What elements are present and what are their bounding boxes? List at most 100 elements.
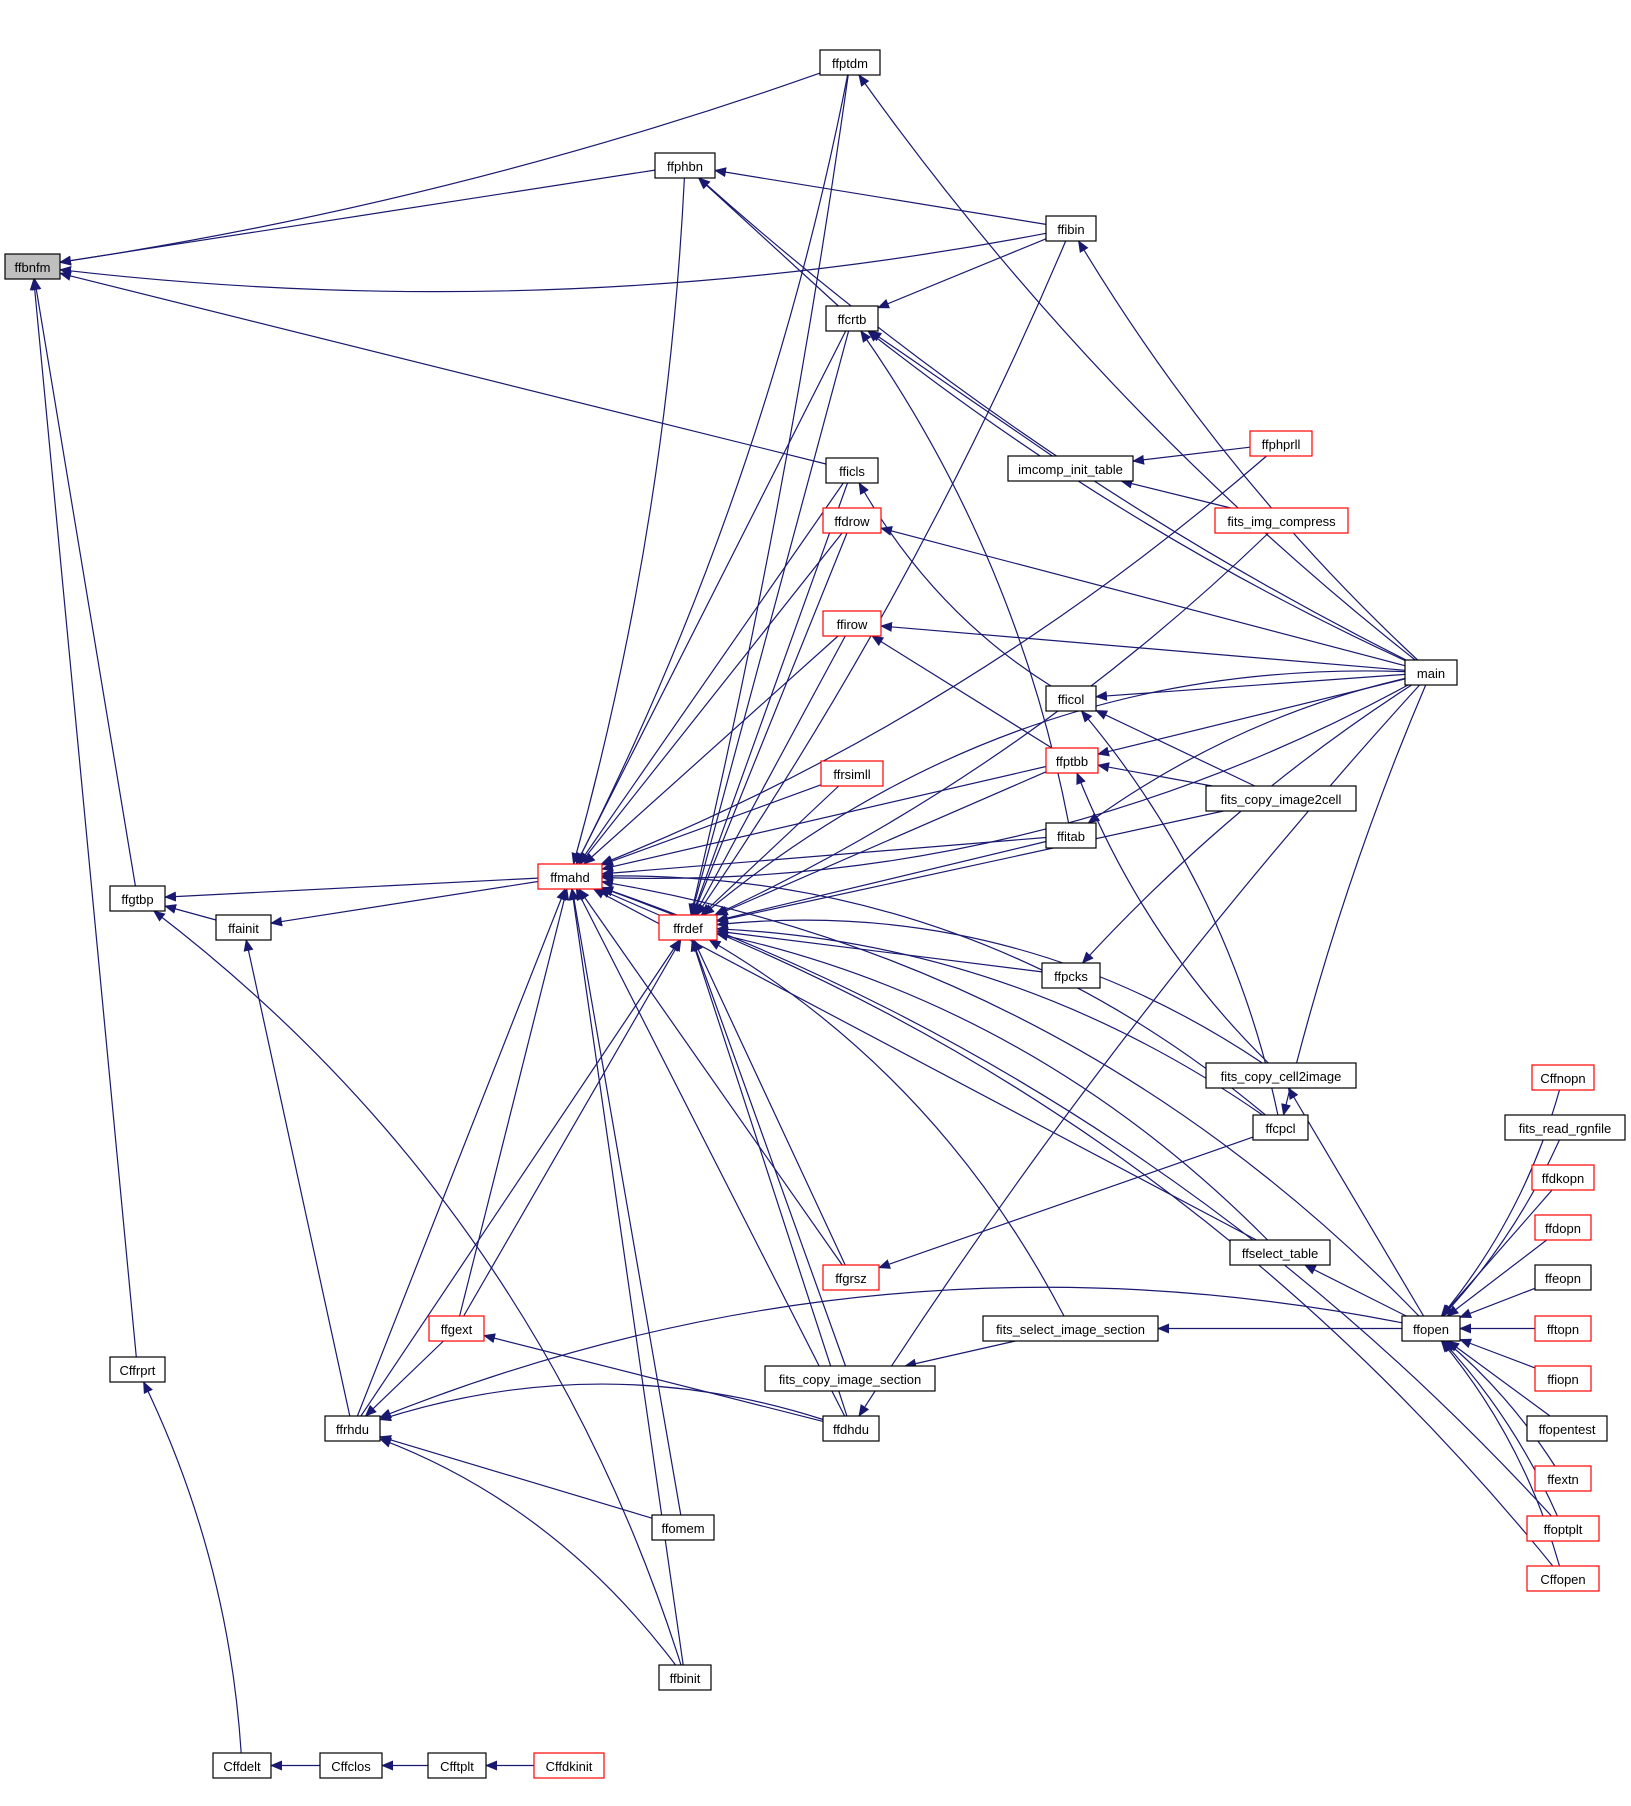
- node-ffptbb[interactable]: ffptbb: [1045, 747, 1099, 774]
- node-ffopen[interactable]: ffopen: [1401, 1315, 1461, 1342]
- node-ffextn[interactable]: ffextn: [1534, 1465, 1592, 1492]
- node-ffptdm[interactable]: ffptdm: [819, 49, 881, 76]
- node-box[interactable]: [1205, 785, 1357, 812]
- node-box[interactable]: [1205, 1062, 1357, 1089]
- node-box[interactable]: [1045, 747, 1099, 774]
- node-ffbnfm[interactable]: ffbnfm: [4, 253, 61, 280]
- node-box[interactable]: [825, 457, 879, 484]
- node-ffgrsz[interactable]: ffgrsz: [822, 1264, 880, 1291]
- node-box[interactable]: [1404, 659, 1458, 686]
- node-fits_copy_image2cell[interactable]: fits_copy_image2cell: [1205, 785, 1357, 812]
- node-box[interactable]: [1401, 1315, 1461, 1342]
- node-ffcrtb[interactable]: ffcrtb: [825, 305, 879, 332]
- node-ffrhdu[interactable]: ffrhdu: [324, 1415, 381, 1442]
- node-ffoptplt[interactable]: ffoptplt: [1526, 1515, 1600, 1542]
- node-box[interactable]: [1531, 1164, 1595, 1191]
- node-box[interactable]: [215, 914, 272, 941]
- node-ffrdef[interactable]: ffrdef: [658, 914, 718, 941]
- node-ffgtbp[interactable]: ffgtbp: [109, 885, 166, 912]
- node-box[interactable]: [820, 760, 884, 787]
- node-fficol[interactable]: fficol: [1045, 685, 1097, 712]
- node-box[interactable]: [1045, 215, 1097, 242]
- node-fits_select_image_section[interactable]: fits_select_image_section: [982, 1315, 1159, 1342]
- node-box[interactable]: [4, 253, 61, 280]
- node-ffdkopn[interactable]: ffdkopn: [1531, 1164, 1595, 1191]
- node-ffphbn[interactable]: ffphbn: [654, 152, 716, 179]
- node-box[interactable]: [1526, 1565, 1600, 1592]
- node-box[interactable]: [109, 885, 166, 912]
- node-ffpcks[interactable]: ffpcks: [1041, 962, 1101, 989]
- node-ffdrow[interactable]: ffdrow: [822, 507, 882, 534]
- node-ffbinit[interactable]: ffbinit: [658, 1664, 712, 1691]
- node-box[interactable]: [1534, 1214, 1592, 1241]
- node-ffomem[interactable]: ffomem: [651, 1514, 715, 1541]
- node-fits_img_compress[interactable]: fits_img_compress: [1214, 507, 1349, 534]
- node-ffdhdu[interactable]: ffdhdu: [822, 1415, 880, 1442]
- node-main[interactable]: main: [1404, 659, 1458, 686]
- node-box[interactable]: [1504, 1114, 1626, 1141]
- node-ffrsimll[interactable]: ffrsimll: [820, 760, 884, 787]
- node-imcomp_init_table[interactable]: imcomp_init_table: [1007, 455, 1134, 482]
- node-box[interactable]: [1531, 1064, 1595, 1091]
- node-box[interactable]: [1252, 1114, 1309, 1141]
- node-box[interactable]: [819, 49, 881, 76]
- node-ffirow[interactable]: ffirow: [822, 610, 882, 637]
- node-ffphprll[interactable]: ffphprll: [1249, 430, 1313, 457]
- node-box[interactable]: [1534, 1264, 1592, 1291]
- node-box[interactable]: [658, 1664, 712, 1691]
- node-box[interactable]: [1045, 822, 1097, 849]
- node-box[interactable]: [1249, 430, 1313, 457]
- node-box[interactable]: [1526, 1415, 1608, 1442]
- node-box[interactable]: [822, 1264, 880, 1291]
- node-box[interactable]: [1007, 455, 1134, 482]
- node-Cffopen[interactable]: Cffopen: [1526, 1565, 1600, 1592]
- node-box[interactable]: [654, 152, 716, 179]
- node-ffitab[interactable]: ffitab: [1045, 822, 1097, 849]
- node-box[interactable]: [428, 1315, 485, 1342]
- node-box[interactable]: [1534, 1465, 1592, 1492]
- node-box[interactable]: [764, 1365, 936, 1392]
- node-Cffclos[interactable]: Cffclos: [319, 1752, 383, 1779]
- node-box[interactable]: [822, 610, 882, 637]
- node-box[interactable]: [982, 1315, 1159, 1342]
- node-box[interactable]: [825, 305, 879, 332]
- node-box[interactable]: [1045, 685, 1097, 712]
- node-box[interactable]: [109, 1356, 166, 1383]
- node-fits_copy_image_section[interactable]: fits_copy_image_section: [764, 1365, 936, 1392]
- node-ffselect_table[interactable]: ffselect_table: [1229, 1239, 1331, 1266]
- node-fficls[interactable]: fficls: [825, 457, 879, 484]
- node-ffcpcl[interactable]: ffcpcl: [1252, 1114, 1309, 1141]
- node-ffopentest[interactable]: ffopentest: [1526, 1415, 1608, 1442]
- node-box[interactable]: [658, 914, 718, 941]
- node-ffibin[interactable]: ffibin: [1045, 215, 1097, 242]
- node-box[interactable]: [533, 1752, 605, 1779]
- node-ffgext[interactable]: ffgext: [428, 1315, 485, 1342]
- node-Cffdkinit[interactable]: Cffdkinit: [533, 1752, 605, 1779]
- node-box[interactable]: [822, 507, 882, 534]
- node-ffeopn[interactable]: ffeopn: [1534, 1264, 1592, 1291]
- node-box[interactable]: [324, 1415, 381, 1442]
- node-box[interactable]: [1534, 1315, 1592, 1342]
- node-Cffrprt[interactable]: Cffrprt: [109, 1356, 166, 1383]
- node-Cffnopn[interactable]: Cffnopn: [1531, 1064, 1595, 1091]
- node-box[interactable]: [1041, 962, 1101, 989]
- node-ffainit[interactable]: ffainit: [215, 914, 272, 941]
- node-ffmahd[interactable]: ffmahd: [537, 863, 603, 890]
- node-box[interactable]: [1534, 1365, 1592, 1392]
- node-Cffdelt[interactable]: Cffdelt: [212, 1752, 272, 1779]
- node-box[interactable]: [1526, 1515, 1600, 1542]
- node-box[interactable]: [427, 1752, 487, 1779]
- node-fits_read_rgnfile[interactable]: fits_read_rgnfile: [1504, 1114, 1626, 1141]
- node-box[interactable]: [651, 1514, 715, 1541]
- node-box[interactable]: [537, 863, 603, 890]
- node-box[interactable]: [212, 1752, 272, 1779]
- node-box[interactable]: [1214, 507, 1349, 534]
- node-fits_copy_cell2image[interactable]: fits_copy_cell2image: [1205, 1062, 1357, 1089]
- node-Cfftplt[interactable]: Cfftplt: [427, 1752, 487, 1779]
- node-ffdopn[interactable]: ffdopn: [1534, 1214, 1592, 1241]
- node-fftopn[interactable]: fftopn: [1534, 1315, 1592, 1342]
- node-box[interactable]: [822, 1415, 880, 1442]
- node-box[interactable]: [1229, 1239, 1331, 1266]
- node-ffiopn[interactable]: ffiopn: [1534, 1365, 1592, 1392]
- node-box[interactable]: [319, 1752, 383, 1779]
